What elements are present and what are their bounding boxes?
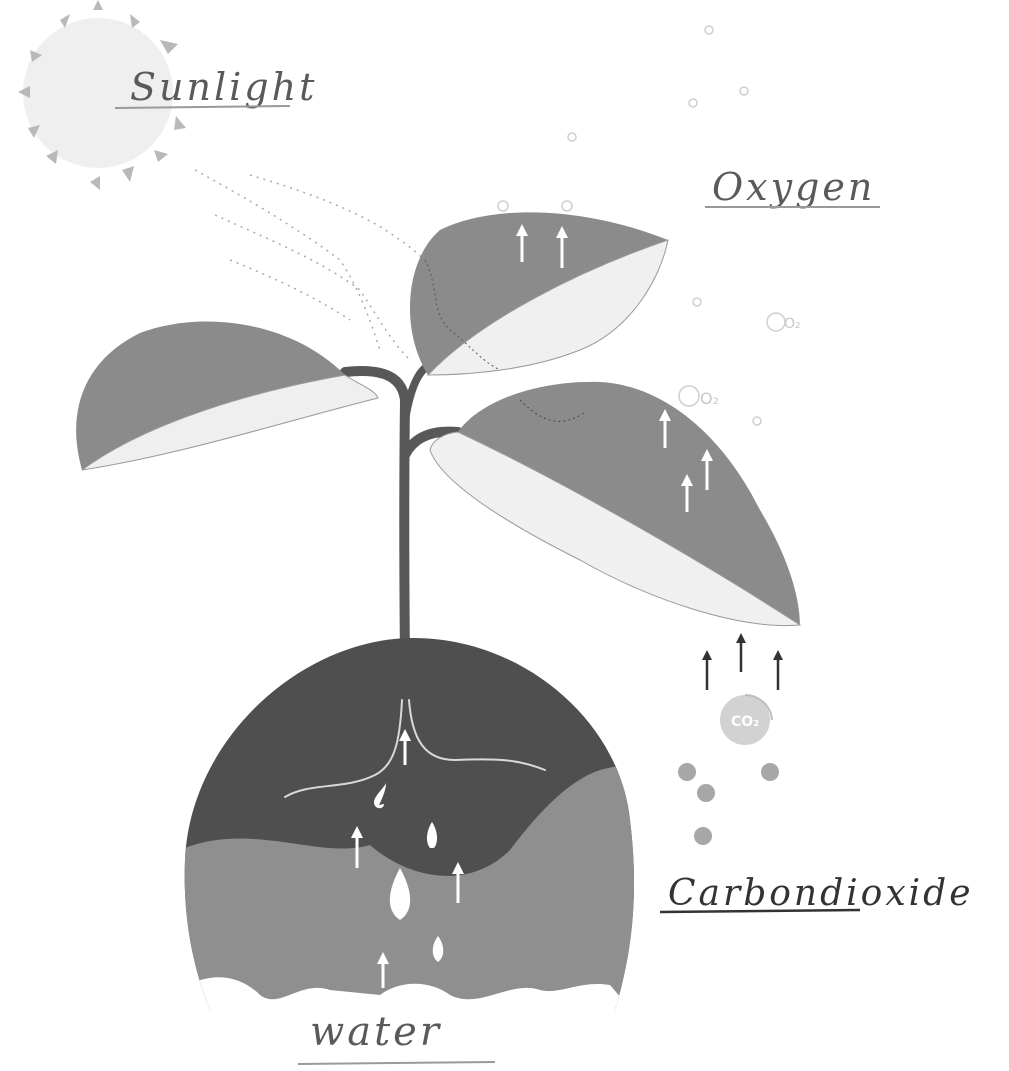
o2-bubble (568, 133, 576, 141)
water-label-group: water (298, 1009, 495, 1064)
o2-bubble (562, 201, 572, 211)
o2-label-top: O₂ (784, 316, 801, 332)
co2-arrows (707, 638, 778, 690)
co2-bubble (678, 763, 696, 781)
co2-label: CO₂ (731, 714, 759, 730)
o2-bubble (693, 298, 701, 306)
o2-label-mid: O₂ (700, 389, 719, 408)
water-label: water (310, 1009, 442, 1055)
oxygen-label: Oxygen (712, 165, 875, 209)
co2-bubble (694, 827, 712, 845)
left-leaf (76, 321, 378, 470)
co2-small-bubbles (678, 763, 779, 845)
o2-bubble (705, 26, 713, 34)
co2-bubble (697, 784, 715, 802)
o2-bubble (679, 386, 699, 406)
right-leaf (430, 382, 800, 626)
sunlight-label-group: Sunlight (115, 65, 317, 109)
sunlight-label: Sunlight (130, 65, 317, 109)
o2-bubble (689, 99, 697, 107)
o2-bubble (767, 313, 785, 331)
o2-bubble (498, 201, 508, 211)
top-leaf (410, 212, 668, 375)
soil (180, 638, 660, 1020)
co2-molecule: CO₂ (720, 695, 772, 745)
carbon-dioxide-label: Carbondioxide (668, 873, 974, 914)
o2-bubble (740, 87, 748, 95)
stem (345, 365, 458, 660)
oxygen-bubble-labels: O₂ O₂ (700, 316, 801, 408)
oxygen-label-group: Oxygen (705, 165, 880, 209)
co2-bubble (761, 763, 779, 781)
o2-bubble (753, 417, 761, 425)
carbon-dioxide-label-group: Carbondioxide (660, 873, 974, 914)
